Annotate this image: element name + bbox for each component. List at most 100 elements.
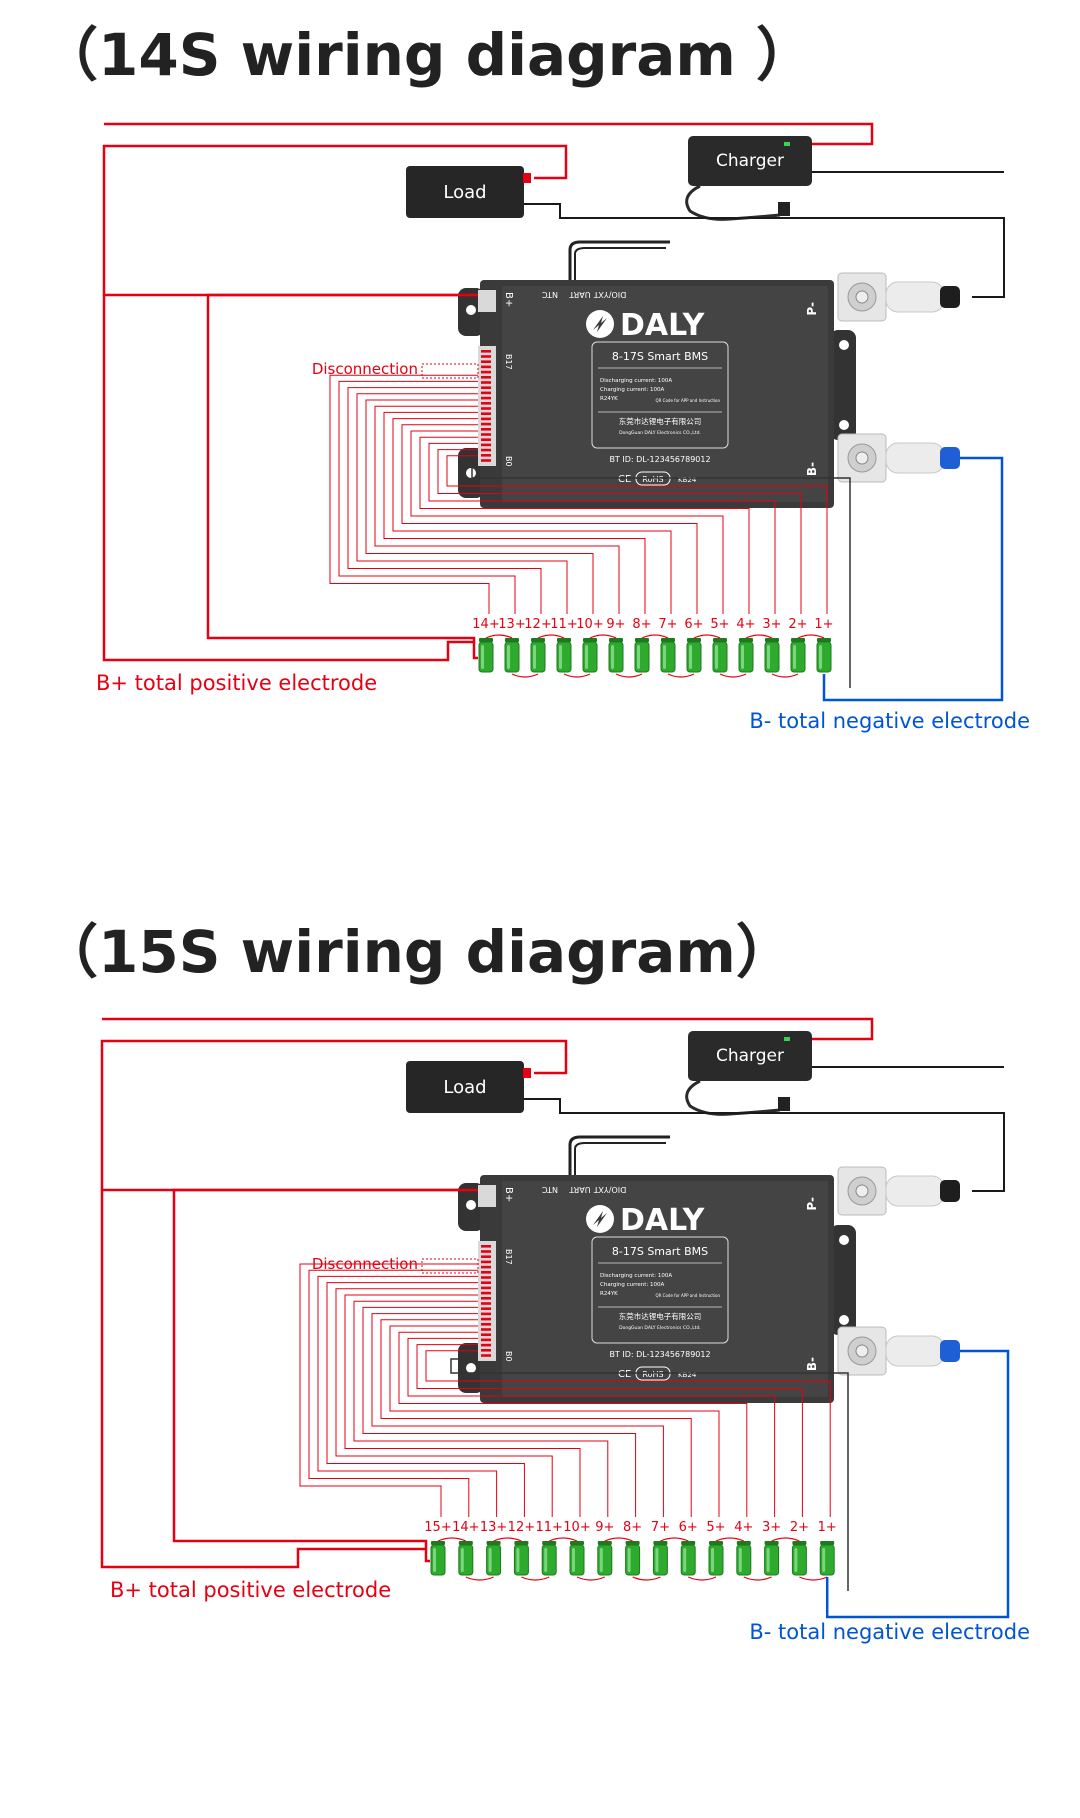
cell-label: 13+: [498, 617, 525, 632]
port-label-top: NTC: [542, 1185, 558, 1194]
balance-pin: [481, 1271, 491, 1274]
plug-icon: [778, 202, 790, 216]
balance-wire-3: [428, 442, 776, 614]
ntc-cable-2: [574, 247, 666, 280]
cell-shine: [585, 645, 588, 669]
load-label: Load: [443, 182, 486, 203]
positive-wire-to-load: [102, 144, 568, 297]
cell-cap: [531, 638, 545, 642]
balance-pin: [481, 396, 491, 400]
series-link: [715, 1537, 745, 1542]
cell-label: 1+: [818, 1520, 837, 1535]
cell-cap: [765, 638, 779, 642]
balance-pin: [481, 365, 491, 369]
daly-logo-mark: [593, 1211, 607, 1227]
balance-pin: [481, 1255, 491, 1258]
mount-hole: [466, 305, 476, 315]
cell-shine: [544, 1548, 548, 1572]
port-label-b-minus: B-: [805, 1357, 819, 1371]
disconnection-label: Disconnection: [312, 360, 418, 378]
bms-top-panel: [502, 1181, 828, 1397]
balance-wire-12: [326, 1282, 525, 1517]
load-label: Load: [443, 1077, 486, 1098]
balance-wire-3: [407, 1337, 776, 1517]
balance-pin: [481, 412, 491, 415]
balance-pin: [481, 376, 491, 379]
cell-label: 12+: [524, 617, 551, 632]
bms-company-en: DongGuan DALY Electronics CO.,Ltd.: [619, 430, 701, 436]
balance-wire-4: [419, 436, 750, 614]
bms-company-en: DongGuan DALY Electronics CO.,Ltd.: [619, 1325, 701, 1331]
cell-cap: [505, 638, 519, 642]
series-link: [719, 673, 747, 678]
balance-pin: [481, 459, 491, 462]
cell-shine: [793, 645, 796, 669]
balance-wire-11: [335, 1288, 553, 1517]
cell-label: 13+: [480, 1520, 507, 1535]
terminal-bolt-center: [855, 290, 869, 304]
cell-label: 10+: [563, 1520, 590, 1535]
series-link: [687, 1576, 717, 1581]
balance-wire-13: [317, 1275, 498, 1517]
bms-rohs: RoHS: [642, 1370, 663, 1379]
series-link: [615, 673, 643, 678]
series-link: [745, 634, 773, 639]
cell-cap: [486, 1541, 501, 1545]
balance-wire-14: [308, 1269, 478, 1517]
balance-wire-14: [329, 374, 490, 614]
load-positive-terminal: [523, 173, 531, 183]
charger-label: Charger: [716, 1046, 784, 1066]
series-link: [604, 1537, 633, 1542]
series-link: [537, 634, 565, 639]
mount-hole: [839, 340, 849, 350]
bms-spec-line: Charging current: 100A: [600, 1282, 665, 1288]
balance-wire-12: [347, 387, 542, 614]
port-label-top: NTC: [542, 290, 558, 299]
mount-hole: [466, 1363, 476, 1373]
port-label-b-minus: B-: [805, 462, 819, 476]
cell-cap: [542, 1541, 557, 1545]
cell-shine: [683, 1548, 687, 1572]
balance-wire-8: [383, 411, 646, 614]
cell-cap: [431, 1541, 445, 1545]
balance-connector: [478, 1241, 496, 1361]
port-label-top: UART: [569, 1185, 590, 1194]
series-link: [667, 673, 695, 678]
led-icon: [784, 1037, 790, 1041]
cell-shine: [572, 1548, 575, 1572]
cell-cap: [687, 638, 701, 642]
cell-label: 14+: [472, 617, 499, 632]
balance-pin: [481, 1276, 491, 1279]
bms-spec-line: Discharging current: 100A: [600, 378, 672, 384]
port-label-top: DIO/YXT: [594, 290, 627, 299]
balance-wire-7: [392, 418, 672, 614]
port-label-p-minus: P-: [805, 302, 819, 316]
bms-company-cn: 东莞市达锂电子有限公司: [619, 1311, 702, 1321]
charger-cable: [685, 184, 781, 221]
series-link: [660, 1537, 689, 1542]
cell-shine: [481, 645, 484, 669]
cell-shine: [767, 645, 770, 669]
b-plus-wire-to-bms: [172, 1188, 478, 1563]
cell-shine: [507, 645, 510, 669]
cell-cap: [653, 1541, 668, 1545]
balance-pin: [481, 438, 491, 441]
cell-label: 3+: [762, 1520, 781, 1535]
bms-ce-mark: CE: [618, 1369, 631, 1380]
cell-shine: [741, 645, 744, 669]
b-minus-terminal-end: [940, 447, 960, 469]
cell-shine: [516, 1548, 520, 1572]
mount-hole: [466, 468, 476, 478]
balance-pin: [481, 350, 491, 353]
disconnection-marker: [421, 363, 479, 379]
cell-label: 9+: [595, 1520, 614, 1535]
balance-pin: [481, 1328, 491, 1331]
balance-pin: [481, 1291, 491, 1295]
cell-shine: [715, 645, 718, 669]
cell-cap: [736, 1541, 751, 1545]
balance-wire-9: [353, 1300, 609, 1517]
series-link: [485, 634, 513, 639]
bms-qr-note: QR Code for APP and Instruction: [655, 1293, 720, 1298]
cell-cap: [820, 1541, 835, 1545]
